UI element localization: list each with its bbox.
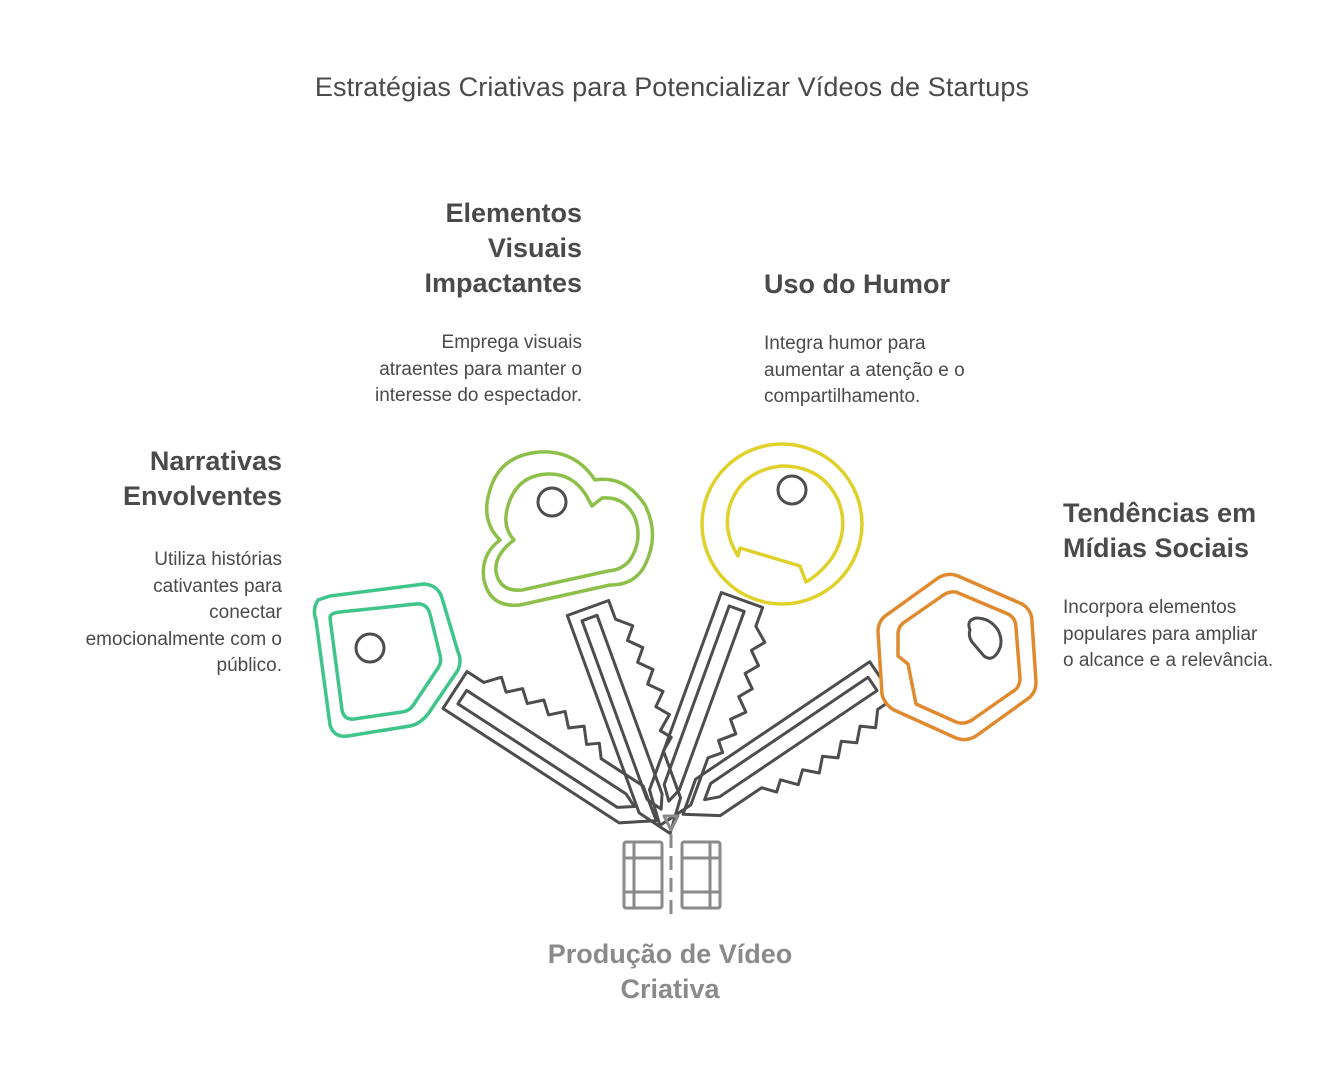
diagram-title: Estratégias Criativas para Potencializar… [314, 72, 1030, 102]
description-line: Utiliza histórias [154, 549, 282, 570]
item-elementos-heading: Elementos Visuais Impactantes [320, 196, 582, 301]
description-line: emocionalmente com o [85, 628, 282, 650]
description-line: Integra humor para [764, 333, 926, 354]
description-line: público. [216, 655, 283, 676]
description-line: Emprega visuais [441, 332, 582, 353]
round-key-hole [776, 474, 808, 506]
hexagon-key-bow-outer [876, 572, 1038, 742]
film-strip-icon [622, 814, 722, 914]
item-humor-description: Integra humor para aumentar a atenção e … [764, 331, 1044, 411]
heading-line: Uso do Humor [764, 269, 950, 299]
square-key-bow-outer [312, 582, 462, 739]
item-humor: Uso do Humor Integra humor para aumentar… [764, 267, 1044, 411]
item-humor-heading: Uso do Humor [764, 267, 1044, 302]
description-line: o alcance e a relevância. [1063, 650, 1274, 671]
cloud-key-icon [481, 450, 712, 843]
item-elementos-description: Emprega visuais atraentes para manter o … [320, 330, 582, 410]
heading-line: Impactantes [424, 268, 582, 298]
heading-line: Visuais [487, 233, 582, 263]
description-line: atraentes para manter o [379, 358, 582, 380]
square-key-hole [354, 632, 386, 664]
heading-line: Tendências em [1063, 498, 1257, 528]
cloud-key-bow-outer [481, 450, 655, 608]
heading-line: Narrativas [149, 446, 282, 476]
description-line: Incorpora elementos [1063, 597, 1237, 618]
cloud-key-hole [536, 486, 568, 518]
item-tendencias: Tendências em Mídias Sociais Incorpora e… [1063, 496, 1323, 675]
heading-line: Mídias Sociais [1063, 533, 1250, 563]
hexagon-key-bow-inner [896, 590, 1022, 725]
description-line: conectar [209, 602, 282, 623]
cloud-key-bow-inner [494, 472, 640, 592]
item-tendencias-description: Incorpora elementos populares para ampli… [1063, 595, 1323, 675]
item-narrativas-heading: Narrativas Envolventes [30, 444, 282, 514]
description-line: populares para ampliar [1063, 623, 1258, 645]
heading-line: Envolventes [122, 481, 282, 511]
description-line: aumentar a atenção e o [764, 359, 965, 381]
round-key-icon [637, 442, 864, 842]
square-key-icon [312, 582, 681, 841]
heading-line: Elementos [445, 198, 582, 228]
item-tendencias-heading: Tendências em Mídias Sociais [1063, 496, 1323, 566]
hexagon-key-icon [669, 572, 1038, 851]
description-line: compartilhamento. [764, 386, 921, 407]
item-narrativas: Narrativas Envolventes Utiliza histórias… [30, 444, 282, 680]
item-narrativas-description: Utiliza histórias cativantes para conect… [30, 547, 282, 680]
hexagon-key-hole [967, 616, 1003, 660]
square-key-bow-inner [328, 602, 443, 721]
description-line: interesse do espectador. [374, 385, 582, 406]
item-elementos: Elementos Visuais Impactantes Emprega vi… [320, 196, 582, 410]
round-key-bow-inner [725, 464, 845, 584]
description-line: cativantes para [153, 575, 282, 597]
